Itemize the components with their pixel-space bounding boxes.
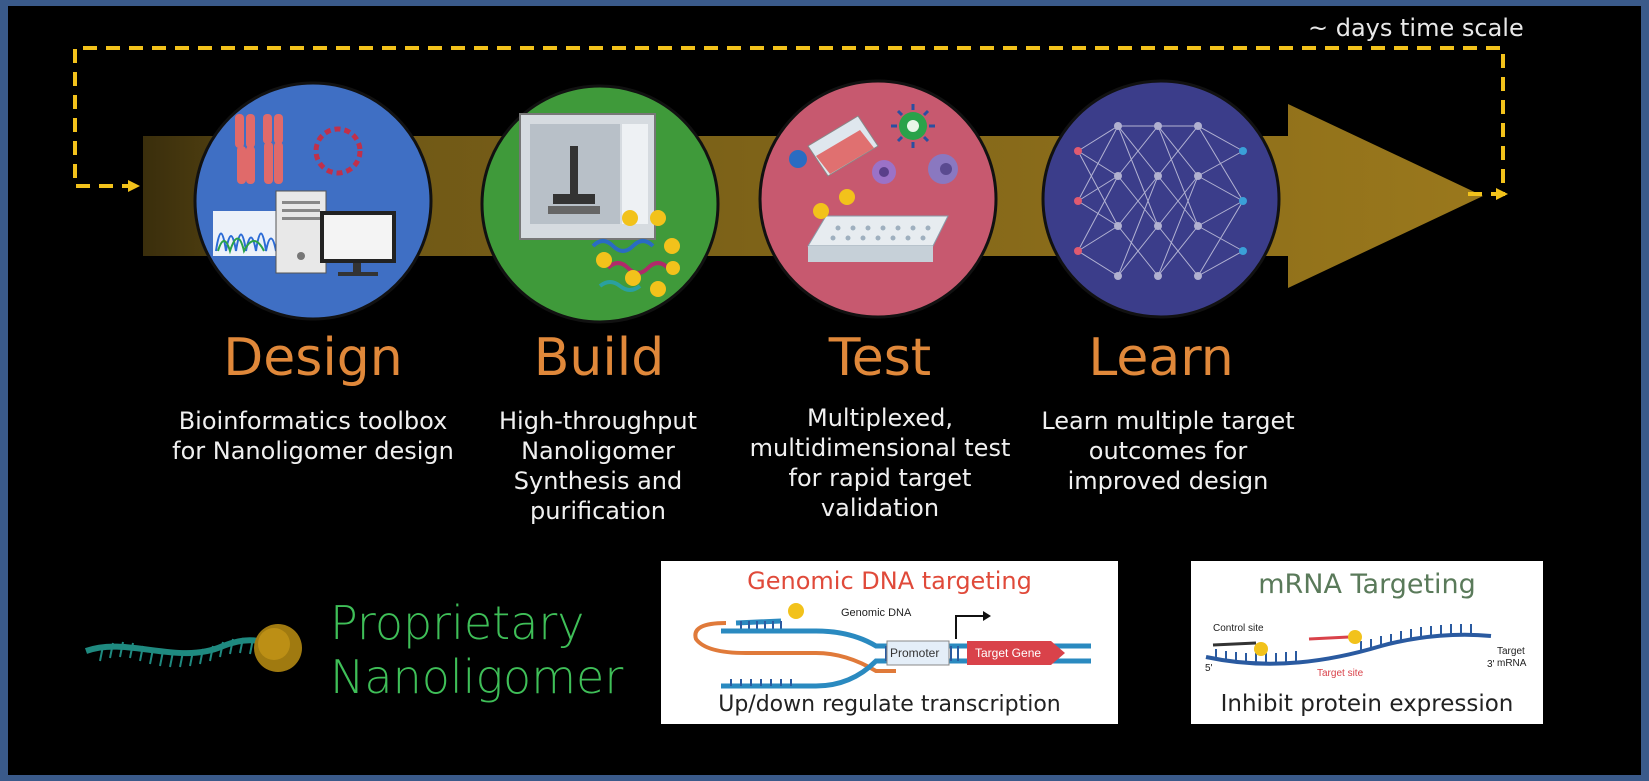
chromatogram-icon bbox=[213, 211, 278, 256]
synthesizer-icon bbox=[519, 113, 656, 240]
chromosome-icon bbox=[235, 114, 283, 184]
neural-nodes bbox=[1074, 122, 1247, 280]
flask-icon bbox=[789, 115, 879, 177]
mrna-panel-caption: Inhibit protein expression bbox=[1220, 691, 1514, 717]
control-site-label: Control site bbox=[1213, 623, 1264, 634]
computer-icon bbox=[275, 190, 396, 276]
genomic-panel-title: Genomic DNA targeting bbox=[747, 567, 1032, 595]
plasmid-icon bbox=[313, 126, 363, 176]
mrna-diagram bbox=[1205, 624, 1492, 666]
target-gene-label: Target Gene bbox=[975, 646, 1042, 660]
neural-network-icon bbox=[1077, 125, 1244, 277]
target-site-label: Target site bbox=[1317, 668, 1364, 679]
three-prime-label: 3' bbox=[1487, 659, 1495, 670]
slide-frame: ~ days time scale Design Build Test Lear… bbox=[8, 6, 1641, 775]
stage-title-learn: Learn bbox=[1088, 328, 1234, 388]
target-mrna-label: Target mRNA bbox=[1497, 646, 1527, 669]
cell-icons bbox=[872, 104, 958, 184]
promoter-label: Promoter bbox=[890, 646, 940, 660]
build-circle bbox=[480, 84, 720, 324]
design-circle bbox=[193, 81, 433, 321]
stage-desc-build: High-throughput Nanoligomer Synthesis an… bbox=[499, 407, 697, 525]
test-circle bbox=[758, 79, 998, 319]
stage-title-test: Test bbox=[828, 328, 932, 388]
timescale-label: ~ days time scale bbox=[1308, 14, 1524, 42]
promoter-box bbox=[886, 640, 950, 666]
stage-title-build: Build bbox=[533, 328, 665, 388]
nanoligomer-icon bbox=[84, 624, 302, 672]
loop-arrowhead-left bbox=[128, 180, 140, 192]
stage-desc-design: Bioinformatics toolbox for Nanoligomer d… bbox=[172, 407, 454, 465]
learn-circle bbox=[1041, 79, 1281, 319]
genomic-dna-diagram bbox=[693, 603, 1091, 689]
target-gene-arrow bbox=[967, 641, 1065, 665]
loop-arrowhead-right bbox=[1496, 188, 1508, 200]
stage-desc-learn: Learn multiple target outcomes for impro… bbox=[1041, 407, 1295, 495]
mrna-panel: mRNA Targeting Control site Target site … bbox=[1191, 561, 1543, 724]
nanoligomer-strands-icon bbox=[591, 210, 680, 297]
workflow-diagram bbox=[73, 46, 1508, 672]
mrna-panel-title: mRNA Targeting bbox=[1258, 569, 1476, 600]
stage-title-design: Design bbox=[223, 328, 403, 388]
genomic-dna-label: Genomic DNA bbox=[841, 607, 912, 619]
proprietary-nanoligomer-label: Proprietary Nanoligomer bbox=[330, 596, 624, 704]
well-plate-icon bbox=[807, 189, 949, 262]
stage-desc-test: Multiplexed, multidimensional test for r… bbox=[749, 404, 1011, 522]
genomic-panel-caption: Up/down regulate transcription bbox=[718, 692, 1061, 717]
genomic-dna-panel: Genomic DNA targeting G bbox=[661, 561, 1118, 724]
five-prime-label: 5' bbox=[1205, 663, 1213, 674]
